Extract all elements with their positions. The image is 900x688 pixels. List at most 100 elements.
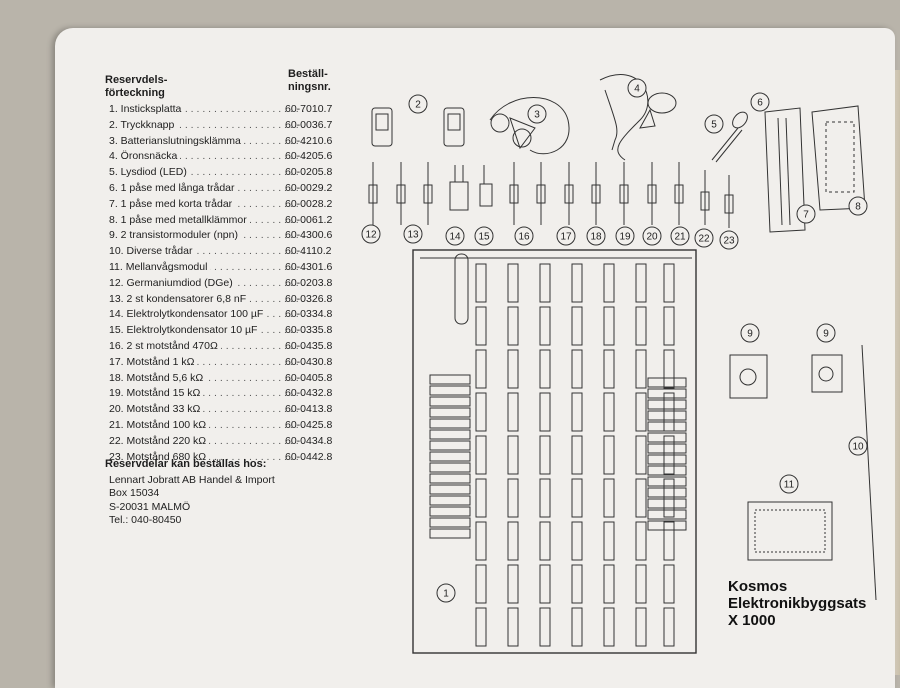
part-name: 12. Germaniumdiod (DGe) <box>109 275 236 292</box>
part-name: 16. 2 st motstånd 470Ω <box>109 338 221 355</box>
part-name: 10. Diverse trådar <box>109 244 196 260</box>
part-order-number: 60-4301.6 <box>285 260 333 273</box>
svg-text:19: 19 <box>619 232 631 243</box>
callout-5: 5 <box>704 114 724 134</box>
parts-list-item: . . . . . . . . . . . . . . . . . . . . … <box>105 165 365 181</box>
kit-title: Kosmos Elektronikbyggsats X 1000 <box>728 578 867 629</box>
svg-text:4: 4 <box>634 84 640 95</box>
battery-clip-wire <box>489 97 570 155</box>
order-info-title: Reservdelar kan beställas hos: <box>105 458 267 470</box>
svg-text:7: 7 <box>803 210 809 221</box>
led-drawing <box>732 111 748 129</box>
transistor-module-right-drawing <box>811 354 843 393</box>
parts-list-item: . . . . . . . . . . . . . . . . . . . . … <box>105 386 365 403</box>
part-name: 23. Motstånd 680 kΩ <box>109 449 210 466</box>
svg-text:13: 13 <box>407 230 419 241</box>
svg-text:10: 10 <box>852 442 864 453</box>
part-name: 1. Insticksplatta <box>109 102 185 118</box>
callout-14: 14 <box>445 226 465 246</box>
part-order-number: 60-0028.2 <box>285 197 333 210</box>
part-order-number: 60-4210.6 <box>285 134 333 147</box>
part-name: 11. Mellanvågsmodul <box>109 259 211 276</box>
svg-text:20: 20 <box>646 232 658 243</box>
part-order-number: 60-4110.2 <box>285 245 332 258</box>
parts-list-item: . . . . . . . . . . . . . . . . . . . . … <box>105 338 365 355</box>
part-name: 8. 1 påse med metallklämmor <box>109 212 250 229</box>
order-info: Reservdelar kan beställas hos: Lennart J… <box>105 458 275 528</box>
part-order-number: 60-0029.2 <box>285 181 333 194</box>
parts-list: Reservdels- förteckning Beställ- ningsnr… <box>105 68 365 466</box>
parts-list-item: . . . . . . . . . . . . . . . . . . . . … <box>105 228 365 245</box>
callout-7: 7 <box>796 204 816 224</box>
heading-order-number: Beställ- ningsnr. <box>288 68 331 93</box>
callout-11: 11 <box>779 474 799 494</box>
parts-list-heading: Reservdels- förteckning Beställ- ningsnr… <box>105 68 365 102</box>
part-order-number: 60-0334.8 <box>285 308 333 321</box>
electrolytic-100uf-drawing <box>449 181 469 211</box>
svg-text:5: 5 <box>711 120 717 131</box>
part-order-number: 60-0061.2 <box>285 213 333 226</box>
resistor-row <box>509 162 734 228</box>
svg-text:23: 23 <box>723 236 735 247</box>
part-order-number: 60-0036.7 <box>285 118 333 131</box>
svg-text:9: 9 <box>823 329 829 340</box>
breadboard-right-strips <box>647 377 687 531</box>
part-name: 2. Tryckknapp <box>109 117 178 134</box>
part-order-number: 60-4205.6 <box>285 150 333 163</box>
part-order-number: 60-7010.7 <box>285 103 333 115</box>
parts-list-item: . . . . . . . . . . . . . . . . . . . . … <box>105 370 365 387</box>
callout-1: 1 <box>436 583 456 603</box>
svg-text:22: 22 <box>698 234 710 245</box>
callout-19: 19 <box>615 226 635 246</box>
parts-rows: . . . . . . . . . . . . . . . . . . . . … <box>105 102 365 466</box>
battery-clip-drawing <box>490 113 510 133</box>
svg-text:8: 8 <box>855 202 861 213</box>
parts-list-item: . . . . . . . . . . . . . . . . . . . . … <box>105 291 365 308</box>
part-name: 6. 1 påse med långa trådar <box>109 180 238 197</box>
callout-17: 17 <box>556 226 576 246</box>
callout-16: 16 <box>514 226 534 246</box>
parts-list-item: . . . . . . . . . . . . . . . . . . . . … <box>105 149 365 166</box>
part-name: 17. Motstånd 1 kΩ <box>109 354 198 371</box>
callout-6: 6 <box>750 92 770 112</box>
part-name: 18. Motstånd 5,6 kΩ <box>109 370 207 387</box>
part-order-number: 60-0434.8 <box>285 434 333 447</box>
callout-4: 4 <box>627 78 647 98</box>
svg-text:17: 17 <box>560 232 572 243</box>
part-order-number: 60-0425.8 <box>285 418 333 431</box>
svg-text:12: 12 <box>365 230 377 241</box>
callout-21: 21 <box>670 226 690 246</box>
parts-list-item: . . . . . . . . . . . . . . . . . . . . … <box>105 402 365 418</box>
svg-text:3: 3 <box>534 110 540 121</box>
part-order-number: 60-0435.8 <box>285 339 333 352</box>
callout-22: 22 <box>694 228 714 248</box>
part-name: 15. Elektrolytkondensator 10 µF <box>109 323 261 339</box>
earphone-drawing <box>647 92 677 114</box>
parts-list-item: . . . . . . . . . . . . . . . . . . . . … <box>105 275 365 292</box>
part-name: 20. Motstånd 33 kΩ <box>109 402 204 418</box>
parts-list-item: . . . . . . . . . . . . . . . . . . . . … <box>105 244 365 260</box>
callout-18: 18 <box>586 226 606 246</box>
callout-2: 2 <box>408 94 428 114</box>
part-name: 21. Motstånd 100 kΩ <box>109 417 210 434</box>
parts-list-item: . . . . . . . . . . . . . . . . . . . . … <box>105 354 365 371</box>
parts-list-item: . . . . . . . . . . . . . . . . . . . . … <box>105 180 365 197</box>
part-name: 14. Elektrolytkondensator 100 µF <box>109 307 267 324</box>
callout-13: 13 <box>403 224 423 244</box>
callout-9: 9 <box>816 323 836 343</box>
parts-list-item: . . . . . . . . . . . . . . . . . . . . … <box>105 433 365 450</box>
parts-list-item: . . . . . . . . . . . . . . . . . . . . … <box>105 196 365 213</box>
medium-wave-module-drawing <box>747 501 833 561</box>
part-name: 22. Motstånd 220 kΩ <box>109 433 210 450</box>
electrolytic-10uf-drawing <box>479 183 493 207</box>
part-order-number: 60-0205.8 <box>285 166 333 179</box>
svg-text:9: 9 <box>747 329 753 340</box>
parts-list-item: . . . . . . . . . . . . . . . . . . . . … <box>105 323 365 339</box>
part-name: 5. Lysdiod (LED) <box>109 165 190 181</box>
svg-text:11: 11 <box>784 480 795 491</box>
svg-text:16: 16 <box>518 232 530 243</box>
svg-text:2: 2 <box>415 100 421 111</box>
part-order-number: 60-0430.8 <box>285 355 333 368</box>
parts-list-item: . . . . . . . . . . . . . . . . . . . . … <box>105 417 365 434</box>
